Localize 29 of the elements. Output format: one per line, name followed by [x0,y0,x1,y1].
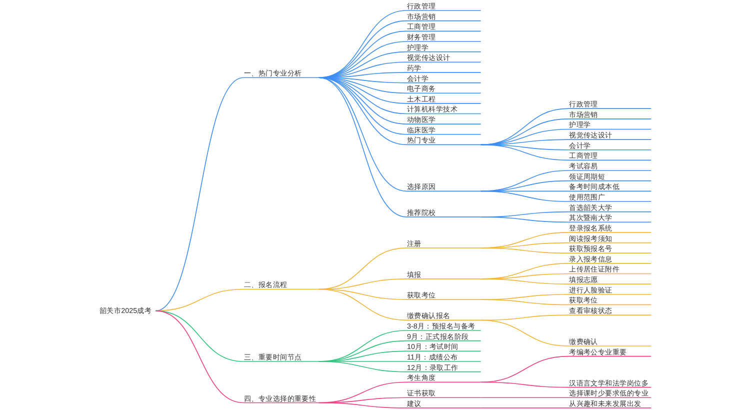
connector [480,382,569,388]
connector [480,320,569,346]
connector [318,77,407,84]
connector [480,299,569,306]
connector [318,77,407,124]
connector [480,128,569,146]
connector [318,288,407,321]
connector [480,118,569,146]
connector [480,144,569,161]
connector [480,248,569,254]
connector [480,190,569,202]
connector [318,77,407,192]
connector [318,361,407,372]
connector [155,310,244,404]
connector [318,77,407,218]
connector [480,216,569,223]
connector [480,170,569,192]
connector [318,248,407,290]
connector [318,402,407,408]
connector [480,108,569,146]
connector [318,77,407,114]
connector [480,397,569,398]
connector [318,77,407,146]
connector [155,77,244,312]
connector [318,77,407,104]
connector [318,77,407,135]
connector [318,77,407,94]
connector [480,278,569,284]
connector [480,180,569,192]
